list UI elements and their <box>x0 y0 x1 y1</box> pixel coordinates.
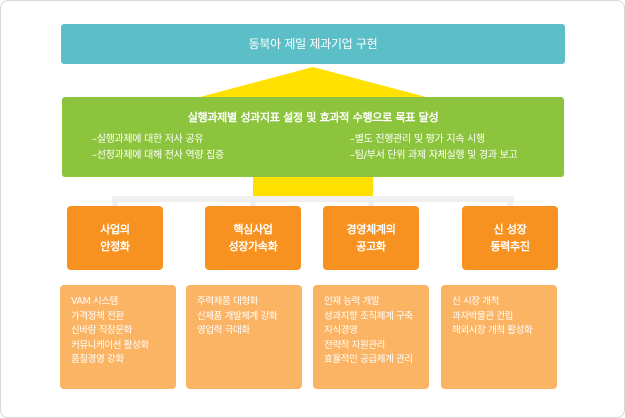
detail-item: 신제품 개발체계 강화 <box>197 310 278 322</box>
strategy-item: 팀/부서 단위 과제 자체실행 및 경과 보고 <box>350 148 518 164</box>
detail-business-stability: VAM 시스템 가격정책 전환 신바람 직장문화 커뮤니케이션 활성화 품질경영… <box>60 285 176 389</box>
detail-new-growth: 신 시장 개척 과자박물관 건립 해외시장 개척 활성화 <box>441 285 557 389</box>
detail-item: 품질경영 강화 <box>71 354 124 365</box>
arrow-stem-lower <box>253 177 373 197</box>
connector-drop-3 <box>368 196 374 208</box>
pillar-label: 신 성장 동력추진 <box>490 223 530 253</box>
pillar-label: 핵심사업 성장가속화 <box>228 223 278 253</box>
detail-item: 과자박물관 건립 <box>452 310 513 322</box>
strategy-title: 실행과제별 성과지표 설정 및 효과적 수행으로 목표 달성 <box>187 111 439 124</box>
detail-item: 효율적인 공급체계 관리 <box>324 354 413 365</box>
detail-item: 지식경영 <box>324 325 358 336</box>
detail-item: 신바람 직장문화 <box>71 325 132 336</box>
detail-item: VAM 시스템 <box>71 296 119 307</box>
detail-item: 인재 능력 개발 <box>324 296 380 307</box>
detail-item: 신 시장 개척 <box>452 296 499 307</box>
arrow-head <box>200 67 426 97</box>
connector-drop-1 <box>112 196 118 208</box>
strategy-list-right: 별도 진행관리 및 평가 지속 시행 팀/부서 단위 과제 자체실행 및 경과 … <box>350 132 518 164</box>
strategy-item: 선정과제에 대해 전사 역량 집중 <box>92 148 225 164</box>
pillar-label: 경영체계의 공고화 <box>346 223 396 253</box>
goal-label: 동북아 제일 제과기업 구현 <box>248 37 378 51</box>
detail-item: 전략적 자원관리 <box>324 339 385 351</box>
goal-box: 동북아 제일 제과기업 구현 <box>61 24 565 64</box>
detail-item: 영업력 극대화 <box>197 325 250 336</box>
pillar-label: 사업의 안정화 <box>100 223 130 253</box>
detail-item: 커뮤니케이션 활성화 <box>71 339 149 351</box>
pillar-core-growth: 핵심사업 성장가속화 <box>205 206 301 270</box>
detail-management-system: 인재 능력 개발 성과지향 조직체계 구축 지식경영 전략적 자원관리 효율적인… <box>313 285 429 389</box>
pillar-management-system: 경영체계의 공고화 <box>323 206 419 270</box>
strategy-item: 실행과제에 대한 저사 공유 <box>92 132 224 148</box>
strategy-box: 실행과제별 성과지표 설정 및 효과적 수행으로 목표 달성 실행과제에 대한 … <box>62 97 564 177</box>
strategy-list-left: 실행과제에 대한 저사 공유 선정과제에 대해 전사 역량 집중 <box>92 132 225 164</box>
strategy-item: 별도 진행관리 및 평가 지속 시행 <box>350 132 517 148</box>
detail-item: 주력제품 대형화 <box>197 296 258 307</box>
detail-item: 성과지향 조직체계 구축 <box>324 310 413 322</box>
connector-drop-2 <box>250 196 256 208</box>
detail-item: 해외시장 개척 활성화 <box>452 325 533 336</box>
pillar-business-stability: 사업의 안정화 <box>67 206 163 270</box>
detail-item: 가격정책 전환 <box>71 310 124 322</box>
detail-core-growth: 주력제품 대형화 신제품 개발체계 강화 영업력 극대화 <box>186 285 302 389</box>
connector-horizontal <box>112 196 514 202</box>
pillar-new-growth: 신 성장 동력추진 <box>462 206 558 270</box>
connector-drop-4 <box>507 196 513 208</box>
